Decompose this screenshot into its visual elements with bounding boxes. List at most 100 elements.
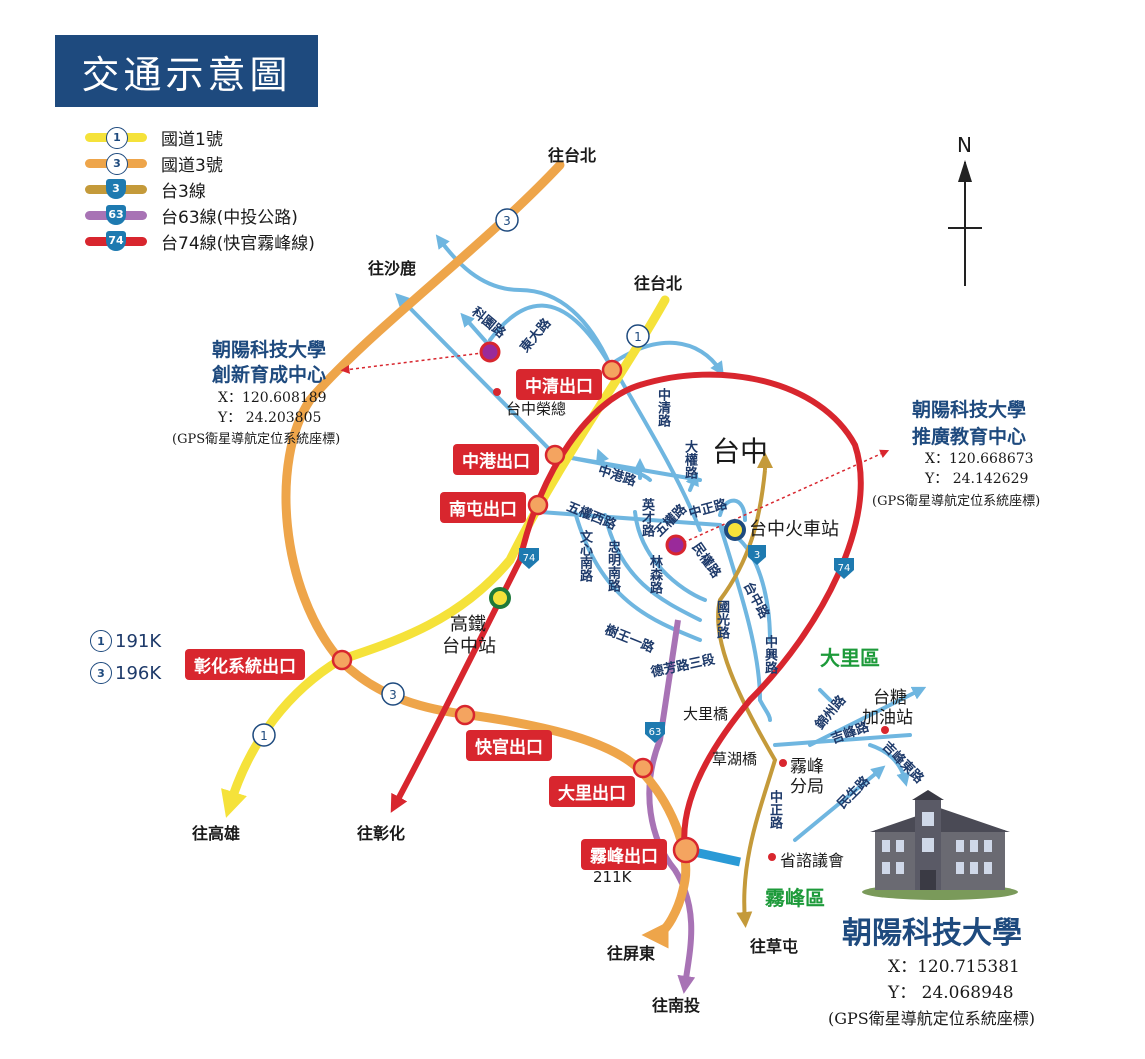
legend-item-n3: 3 國道3號	[85, 150, 315, 176]
incubation-center-marker	[479, 341, 501, 363]
legend-label: 台3線	[161, 181, 206, 202]
gas-station-label-2: 加油站	[862, 708, 913, 728]
main-campus-name: 朝陽科技大學	[842, 916, 1022, 951]
legend-line-n1: 1	[85, 126, 147, 149]
km-marker-n1: 1 191K	[90, 630, 161, 652]
police-marker	[779, 759, 787, 767]
north-arrow	[948, 160, 982, 286]
incubation-y: Y： 24.203805	[218, 410, 322, 426]
km-value: 191K	[115, 630, 162, 652]
road-zhongqing: 中清路	[655, 388, 670, 427]
council-marker	[768, 853, 776, 861]
shield-icon: 3	[106, 178, 126, 199]
shield-icon: 3	[106, 152, 128, 175]
road-yingcai: 英才路	[639, 498, 654, 537]
legend-label: 台63線(中投公路)	[161, 207, 298, 228]
district-wufeng: 霧峰區	[765, 886, 825, 910]
svg-text:3: 3	[503, 214, 511, 228]
shield-n1-icon: 1	[626, 324, 650, 348]
legend-label: 國道3號	[161, 155, 223, 176]
svg-text:1: 1	[634, 330, 642, 344]
incubation-name-1: 朝陽科技大學	[212, 339, 327, 361]
shield-n1-icon: 1	[90, 630, 112, 652]
district-dali: 大里區	[820, 646, 880, 670]
exit-zhongqing: 中清出口	[516, 369, 602, 400]
council-label: 省諮議會	[780, 851, 845, 870]
road-zhongxing: 中興路	[762, 635, 777, 674]
shield-icon: 74	[106, 230, 126, 251]
city-taichung: 台中	[712, 435, 769, 468]
train-station-marker	[724, 519, 746, 541]
shield-n3-icon: 3	[495, 208, 519, 232]
extension-name-1: 朝陽科技大學	[912, 399, 1027, 421]
route-t3	[716, 469, 778, 928]
road-guoguang: 國光路	[714, 600, 729, 639]
km-value: 196K	[115, 662, 162, 684]
main-campus-x: X：120.715381	[888, 957, 1020, 977]
dest-shalu: 往沙鹿	[368, 259, 417, 278]
main-campus-y: Y： 24.068948	[888, 983, 1014, 1003]
shield-t74-icon: 74	[519, 548, 539, 569]
legend-item-t74: 74 台74線(快官霧峰線)	[85, 228, 315, 254]
extension-x: X：120.668673	[925, 451, 1034, 467]
legend-label: 台74線(快官霧峰線)	[161, 233, 315, 254]
legend-item-n1: 1 國道1號	[85, 124, 315, 150]
incubation-x: X：120.608189	[218, 390, 327, 406]
compass-label: N	[957, 133, 972, 157]
exit-wufeng: 霧峰出口	[581, 839, 667, 870]
dest-kaohsiung: 往高雄	[192, 824, 241, 843]
shield-icon: 1	[106, 126, 128, 149]
page-title: 交通示意圖	[55, 35, 318, 107]
dest-pingtung: 往屏東	[607, 944, 656, 963]
shield-icon: 63	[106, 204, 126, 225]
legend-line-t63: 63	[85, 204, 147, 225]
legend-item-t63: 63 台63線(中投公路)	[85, 202, 315, 228]
dest-taipei-1: 往台北	[548, 146, 597, 165]
svg-text:1: 1	[260, 729, 268, 743]
legend-line-t74: 74	[85, 230, 147, 251]
svg-text:63: 63	[649, 727, 662, 738]
exit-dali: 大里出口	[549, 776, 635, 807]
legend: 1 國道1號 3 國道3號 3 台3線 63 台63線(中投公路) 74 台74…	[85, 124, 315, 254]
shield-n3-icon-2: 3	[381, 682, 405, 706]
dest-caotun: 往草屯	[750, 937, 799, 956]
hospital-label: 台中榮總	[506, 400, 567, 418]
dest-taipei-2: 往台北	[634, 274, 683, 293]
extension-center-marker	[665, 534, 687, 556]
extension-y: Y： 24.142629	[925, 471, 1029, 487]
legend-label: 國道1號	[161, 129, 223, 150]
road-daquan: 大權路	[682, 440, 697, 479]
svg-text:3: 3	[389, 688, 397, 702]
shield-t74-icon-2: 74	[834, 558, 854, 579]
wufeng-km-label: 211K	[593, 868, 632, 886]
hospital-marker	[493, 388, 501, 396]
km-marker-n3: 3 196K	[90, 662, 161, 684]
exit-zhonggang: 中港出口	[453, 444, 539, 475]
dest-nantou: 往南投	[652, 996, 701, 1015]
extension-note: (GPS衛星導航定位系統座標)	[872, 494, 1041, 509]
hsr-label-2: 台中站	[442, 636, 496, 657]
svg-text:74: 74	[523, 553, 536, 564]
caohu-bridge-label: 草湖橋	[712, 750, 758, 768]
campus-building-image	[862, 790, 1018, 900]
road-wenxin-south: 文心南路	[577, 530, 592, 582]
dest-changhua: 往彰化	[357, 824, 406, 843]
legend-line-t3: 3	[85, 178, 147, 199]
shield-t3-icon: 3	[748, 545, 766, 565]
exit-nantun: 南屯出口	[440, 492, 526, 523]
taichung-station-label: 台中火車站	[749, 519, 839, 540]
svg-text:74: 74	[838, 563, 851, 574]
extension-name-2: 推廣教育中心	[912, 426, 1027, 448]
shield-t63-icon: 63	[645, 722, 665, 743]
hsr-station-marker	[489, 587, 511, 609]
exit-changhua-system: 彰化系統出口	[185, 649, 305, 680]
shield-n3-icon: 3	[90, 662, 112, 684]
incubation-name-2: 創新育成中心	[212, 364, 327, 386]
legend-item-t3: 3 台3線	[85, 176, 315, 202]
gas-station-marker	[881, 726, 889, 734]
interchanges	[331, 359, 700, 864]
dali-bridge-label: 大里橋	[683, 705, 729, 723]
incubation-note: (GPS衛星導航定位系統座標)	[172, 432, 341, 447]
city-roads	[395, 234, 927, 842]
